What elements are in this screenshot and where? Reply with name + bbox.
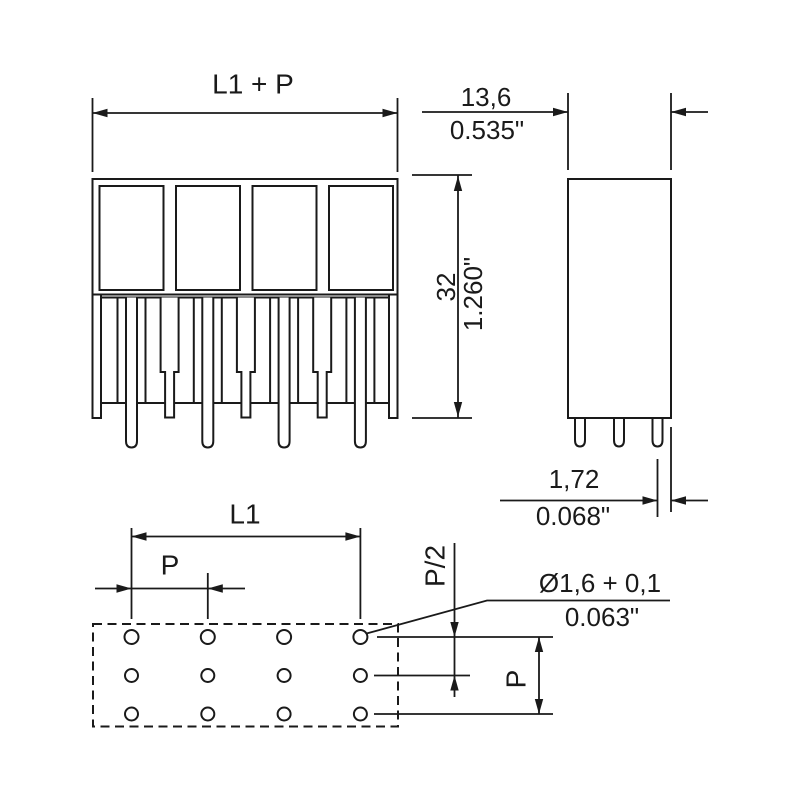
contact-chamber xyxy=(251,185,318,291)
solder-pad xyxy=(352,668,368,683)
dim-row-pitch: P xyxy=(501,637,544,714)
solder-pad xyxy=(200,706,216,722)
solder-pad xyxy=(352,706,368,722)
dim-pin-to-edge: 1,72 0.068" xyxy=(500,427,708,531)
solder-pads xyxy=(123,629,369,722)
solder-pad xyxy=(276,706,292,722)
contact-chamber xyxy=(175,185,241,291)
dim-pitch: P xyxy=(95,550,245,619)
skirt-left-wall xyxy=(91,293,102,419)
dim-footprint-length: L1 xyxy=(130,499,362,619)
dim-half-pitch: P/2 xyxy=(420,543,459,697)
hole-diameter-callout: Ø1,6 + 0,1 0.063" xyxy=(366,568,670,635)
dim-overall-width: L1 + P xyxy=(91,69,399,172)
dim-depth-mm: 13,6 xyxy=(461,82,512,112)
contact-chamber xyxy=(98,185,165,291)
solder-pad xyxy=(352,629,369,645)
solder-pad xyxy=(123,629,140,645)
dim-footprint-length-label: L1 xyxy=(229,499,260,530)
dim-height-inch: 1.260" xyxy=(458,257,488,331)
dim-height-mm: 32 xyxy=(431,273,461,302)
footprint-view xyxy=(92,623,553,728)
dim-depth: 13,6 0.535" xyxy=(422,82,708,170)
solder-pad xyxy=(276,668,292,683)
side-solder-pins xyxy=(574,418,664,448)
dim-pitch-label: P xyxy=(161,550,180,581)
dim-pin-to-edge-inch: 0.068" xyxy=(536,501,610,531)
front-view xyxy=(91,178,399,449)
solder-pad xyxy=(276,629,293,645)
hole-diameter-inch: 0.063" xyxy=(565,602,639,632)
front-housing-body xyxy=(91,178,399,296)
side-housing-body xyxy=(567,178,672,419)
dim-height: 32 1.260" xyxy=(412,174,488,419)
hole-diameter-mm: Ø1,6 + 0,1 xyxy=(539,568,661,598)
dim-pin-to-edge-mm: 1,72 xyxy=(549,464,600,494)
dim-row-pitch-label: P xyxy=(501,670,532,689)
dim-half-pitch-label: P/2 xyxy=(420,545,451,587)
skirt-right-wall xyxy=(388,293,399,419)
stepped-pins xyxy=(159,297,333,419)
side-view xyxy=(567,178,672,448)
solder-pad xyxy=(199,629,216,645)
contact-chamber xyxy=(328,185,394,291)
pin-collars xyxy=(116,297,376,403)
dim-depth-inch: 0.535" xyxy=(450,115,524,145)
dim-overall-width-label: L1 + P xyxy=(212,69,294,100)
solder-pad xyxy=(124,668,139,683)
solder-pad xyxy=(124,706,139,722)
solder-pad xyxy=(200,668,216,683)
front-solder-pins xyxy=(125,297,367,449)
